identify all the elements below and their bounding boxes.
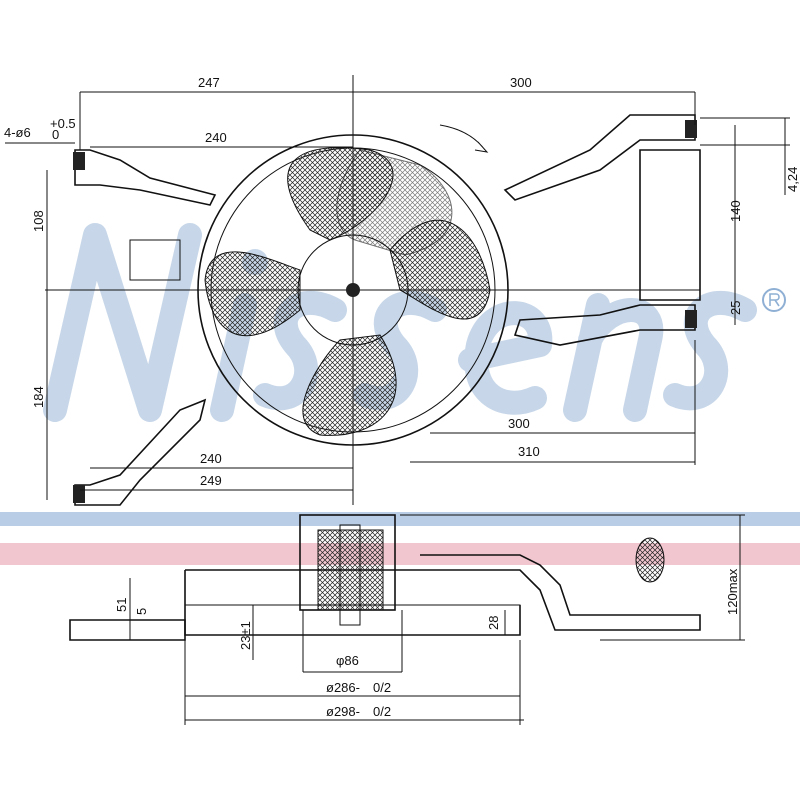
- mount-hole-icon: [685, 120, 697, 138]
- dim-25: 25: [728, 301, 743, 315]
- fan-blades: [204, 147, 491, 436]
- dim-phi-86: φ86: [336, 653, 359, 668]
- dim-249: 249: [200, 473, 222, 488]
- rotation-arrow-icon: [439, 124, 489, 153]
- dim-240-lower: 240: [200, 451, 222, 466]
- dim-23: 23±1: [238, 621, 253, 650]
- watermark-stripe-blue: [0, 512, 800, 526]
- dim-140: 140: [728, 200, 743, 222]
- watermark-stripe-red: [0, 543, 800, 565]
- dim-hole-tol-upper: +0.5: [50, 116, 76, 131]
- registered-mark-icon: [762, 288, 786, 312]
- dim-28: 28: [486, 616, 501, 630]
- fan-shroud-top-view: [73, 114, 701, 506]
- dim-51: 51: [114, 598, 129, 612]
- dimension-lines: [5, 91, 790, 500]
- dim-120max: 120max: [725, 568, 740, 615]
- dim-300-lower: 300: [508, 416, 530, 431]
- dim-hole-spec: 4-ø6: [4, 125, 31, 140]
- fan-side-view: [69, 514, 745, 725]
- dim-298-tol: 0/2: [373, 704, 391, 719]
- dim-286: ø286-: [326, 680, 360, 695]
- connector-plug-icon: [635, 537, 665, 583]
- dim-310: 310: [518, 444, 540, 459]
- dim-184: 184: [31, 386, 46, 408]
- fan-ring: [197, 134, 509, 446]
- dim-247: 247: [198, 75, 220, 90]
- hub-nut-icon: [346, 283, 360, 297]
- mount-hole-icon: [73, 485, 85, 503]
- mount-hole-icon: [685, 310, 697, 328]
- dim-4-24: 4,24: [785, 167, 800, 192]
- dim-300-top: 300: [510, 75, 532, 90]
- dim-108: 108: [31, 210, 46, 232]
- mount-hole-icon: [73, 152, 85, 170]
- dim-286-tol: 0/2: [373, 680, 391, 695]
- dim-5: 5: [134, 608, 149, 615]
- dim-hole-tol-lower: 0: [52, 127, 59, 142]
- dim-298: ø298-: [326, 704, 360, 719]
- registered-mark-letter: [769, 293, 780, 307]
- dimension-labels: 247 300 4-ø6 +0.5 0 240 108 184 140 4,24…: [4, 75, 800, 719]
- fan-hub: [297, 234, 409, 346]
- dim-240-upper: 240: [205, 130, 227, 145]
